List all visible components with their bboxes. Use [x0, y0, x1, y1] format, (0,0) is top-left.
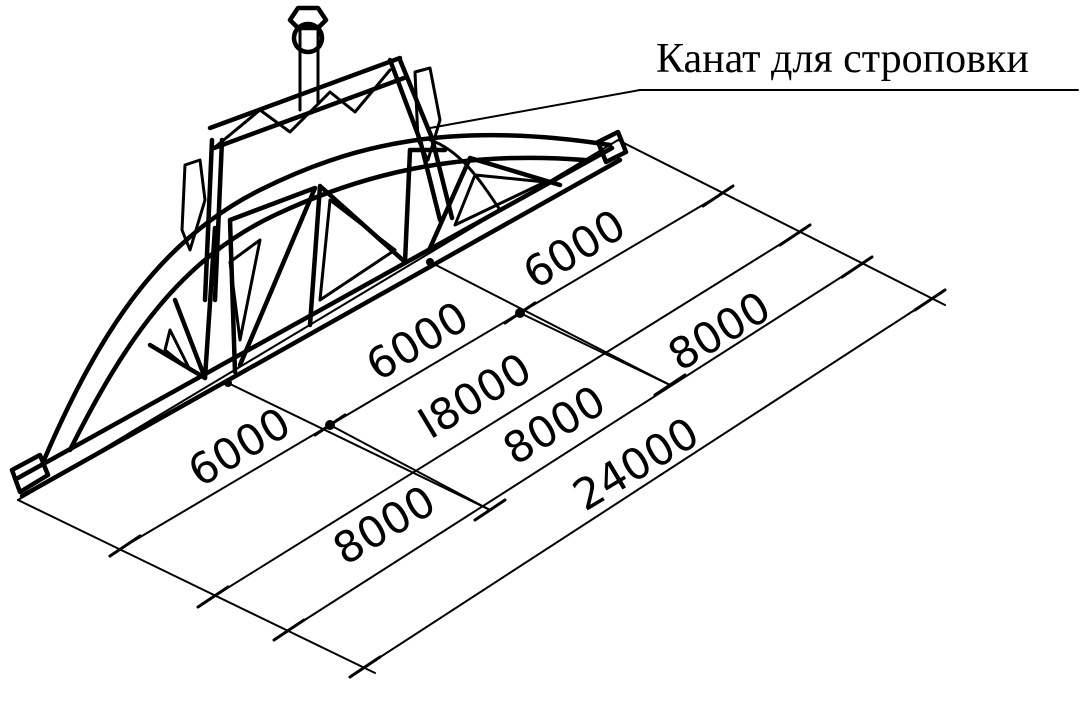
dim-line-6000 — [124, 195, 719, 547]
traverse-beam-top — [207, 55, 403, 131]
dim-line-8000 — [288, 266, 858, 631]
truss-bottom-chord — [15, 145, 615, 481]
dimension-labels: 6000 6000 6000 I8000 8000 8000 8000 2400… — [180, 200, 780, 575]
dim-label-bottom-3: 8000 — [660, 282, 780, 381]
truss-support-right — [595, 129, 629, 165]
sling-rope-right — [387, 57, 443, 223]
cross-line-3 — [329, 424, 491, 511]
cross-line-4 — [519, 312, 671, 386]
truss-support-left — [9, 452, 51, 495]
truss-top-chord-outer — [41, 132, 613, 463]
tick-mark — [196, 585, 230, 609]
crane-hook-icon — [287, 5, 329, 31]
dimension-grid — [17, 139, 946, 674]
tick-mark — [272, 618, 306, 642]
node-dot — [515, 308, 525, 318]
truss-web-member — [227, 185, 318, 375]
dim-line-24000 — [364, 299, 931, 668]
sling-rope-right-2 — [397, 57, 455, 221]
cross-line-2 — [429, 261, 671, 386]
tick-mark — [913, 288, 947, 312]
truss-web-member — [427, 155, 563, 251]
truss-web-member — [147, 297, 208, 381]
dimension-ticks — [108, 184, 947, 679]
truss-panel — [228, 238, 262, 342]
sling-rope-left — [202, 137, 215, 303]
tick-mark — [701, 184, 735, 208]
sling-rope-left-2 — [212, 137, 225, 303]
cross-line-right — [617, 139, 946, 306]
arched-truss — [9, 129, 629, 499]
callout-label: Канат для строповки — [656, 36, 1029, 82]
cross-line-left — [17, 499, 376, 674]
truss-panel — [163, 328, 192, 372]
lifting-traverse — [180, 5, 502, 303]
dim-label-top-1: 6000 — [180, 398, 300, 497]
dim-label-top-3: 6000 — [515, 200, 635, 299]
tick-mark — [348, 655, 382, 679]
node-dot — [325, 420, 335, 430]
tick-mark — [653, 373, 687, 397]
truss-panel — [453, 173, 547, 227]
hook-shaft — [298, 28, 320, 112]
sling-wrap — [428, 138, 502, 212]
hook-ring-icon — [291, 21, 325, 55]
traverse-lattice — [212, 68, 392, 150]
tick-mark — [473, 498, 507, 522]
cross-line-1 — [227, 382, 491, 511]
tick-mark — [108, 534, 142, 558]
truss-web-member — [202, 225, 218, 381]
tick-mark — [840, 255, 874, 279]
callout: Канат для строповки — [429, 36, 1079, 129]
sling-pad-left — [180, 158, 207, 252]
truss-bottom-chord-edge — [19, 157, 623, 499]
truss-panel — [318, 198, 397, 302]
tick-mark — [778, 223, 812, 247]
callout-leader-line — [429, 89, 641, 129]
dim-line-18000 — [212, 234, 796, 598]
